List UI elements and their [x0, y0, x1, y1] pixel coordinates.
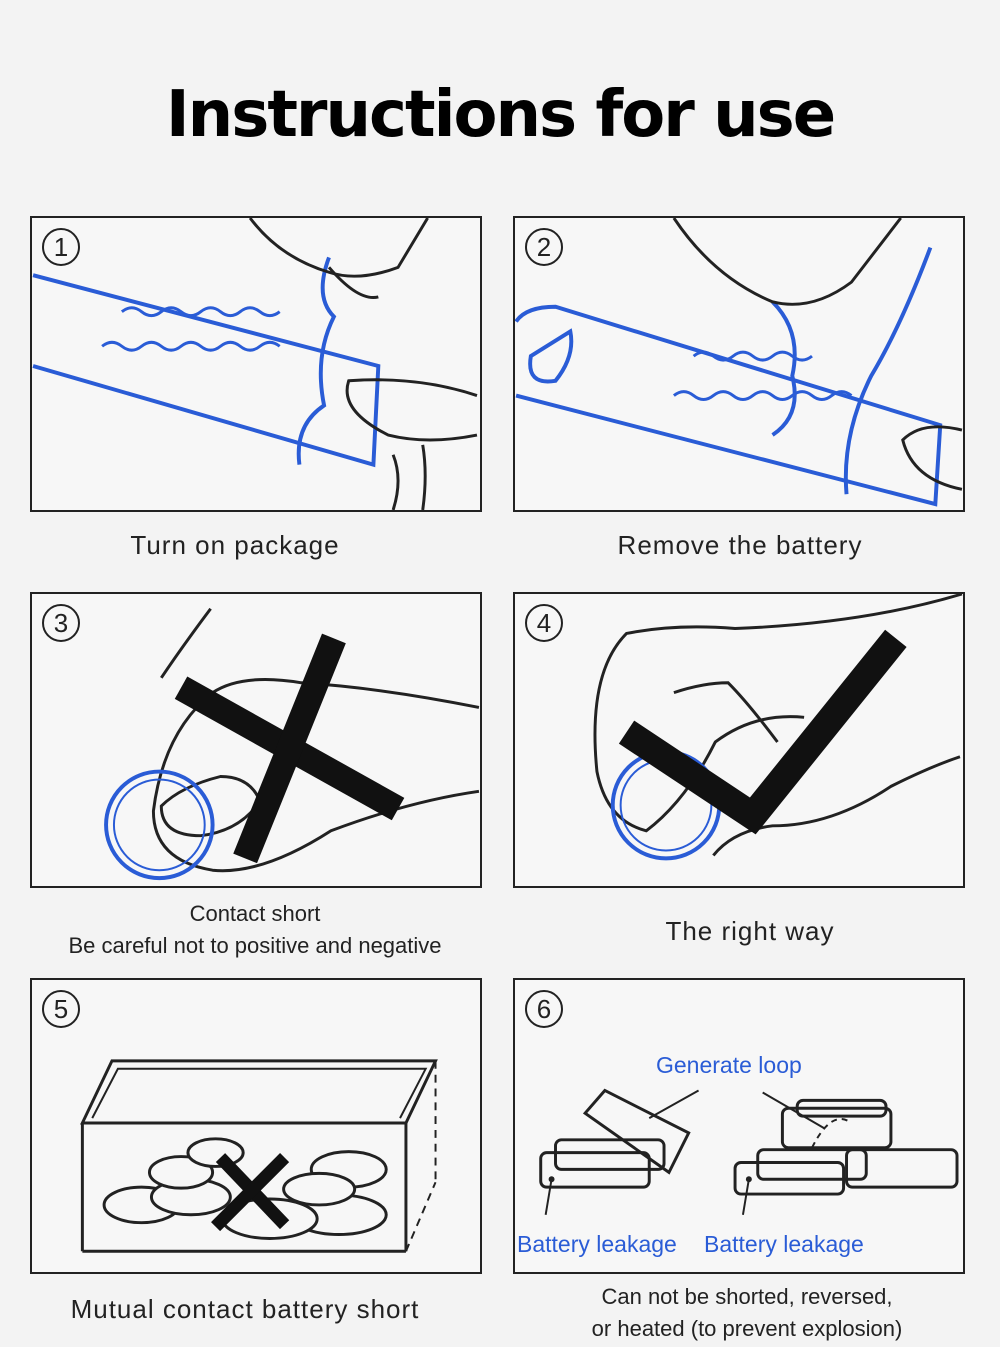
step-number: 2	[525, 228, 563, 266]
battery-leakage-right-label: Battery leakage	[704, 1231, 864, 1257]
x-mark-stroke-2	[233, 633, 346, 864]
step-3-caption: Contact short Be careful not to positive…	[25, 898, 485, 962]
step-5-caption: Mutual contact battery short	[70, 1294, 420, 1324]
right-way-illustration	[593, 594, 963, 861]
battery-loop-illustration	[539, 1088, 959, 1215]
step-6-caption-line1: Can not be shorted, reversed,	[601, 1284, 893, 1309]
step-1-panel: 1	[30, 216, 482, 512]
step-3-panel: 3	[30, 592, 482, 888]
step-2-panel: 2	[513, 216, 965, 512]
step-1-caption: Turn on package	[130, 530, 340, 560]
battery-pile-illustration	[80, 1059, 438, 1253]
step-3-caption-line2: Be careful not to positive and negative	[68, 933, 442, 958]
step-3-caption-line1: Contact short	[189, 901, 321, 926]
step-6-caption-line2: or heated (to prevent explosion)	[591, 1316, 903, 1341]
step-4-caption: The right way	[665, 916, 835, 946]
step-6-panel: 6 Generate loop Battery leakage Battery …	[513, 978, 965, 1274]
step-4-panel: 4	[513, 592, 965, 888]
step-5-panel: 5	[30, 978, 482, 1274]
battery-leakage-left-label: Battery leakage	[517, 1231, 677, 1257]
step-2-caption: Remove the battery	[617, 530, 863, 560]
open-package-illustration	[32, 218, 478, 510]
check-mark	[618, 629, 907, 835]
step-number: 4	[525, 604, 563, 642]
contact-short-illustration	[104, 607, 480, 881]
page-title: Instructions for use	[165, 78, 836, 152]
step-number: 3	[42, 604, 80, 642]
step-number: 5	[42, 990, 80, 1028]
x-mark-stroke-2	[211, 1153, 290, 1232]
step-6-caption: Can not be shorted, reversed, or heated …	[517, 1281, 977, 1345]
generate-loop-label: Generate loop	[656, 1052, 802, 1078]
step-number: 6	[525, 990, 563, 1028]
step-number: 1	[42, 228, 80, 266]
remove-battery-illustration	[515, 218, 963, 507]
